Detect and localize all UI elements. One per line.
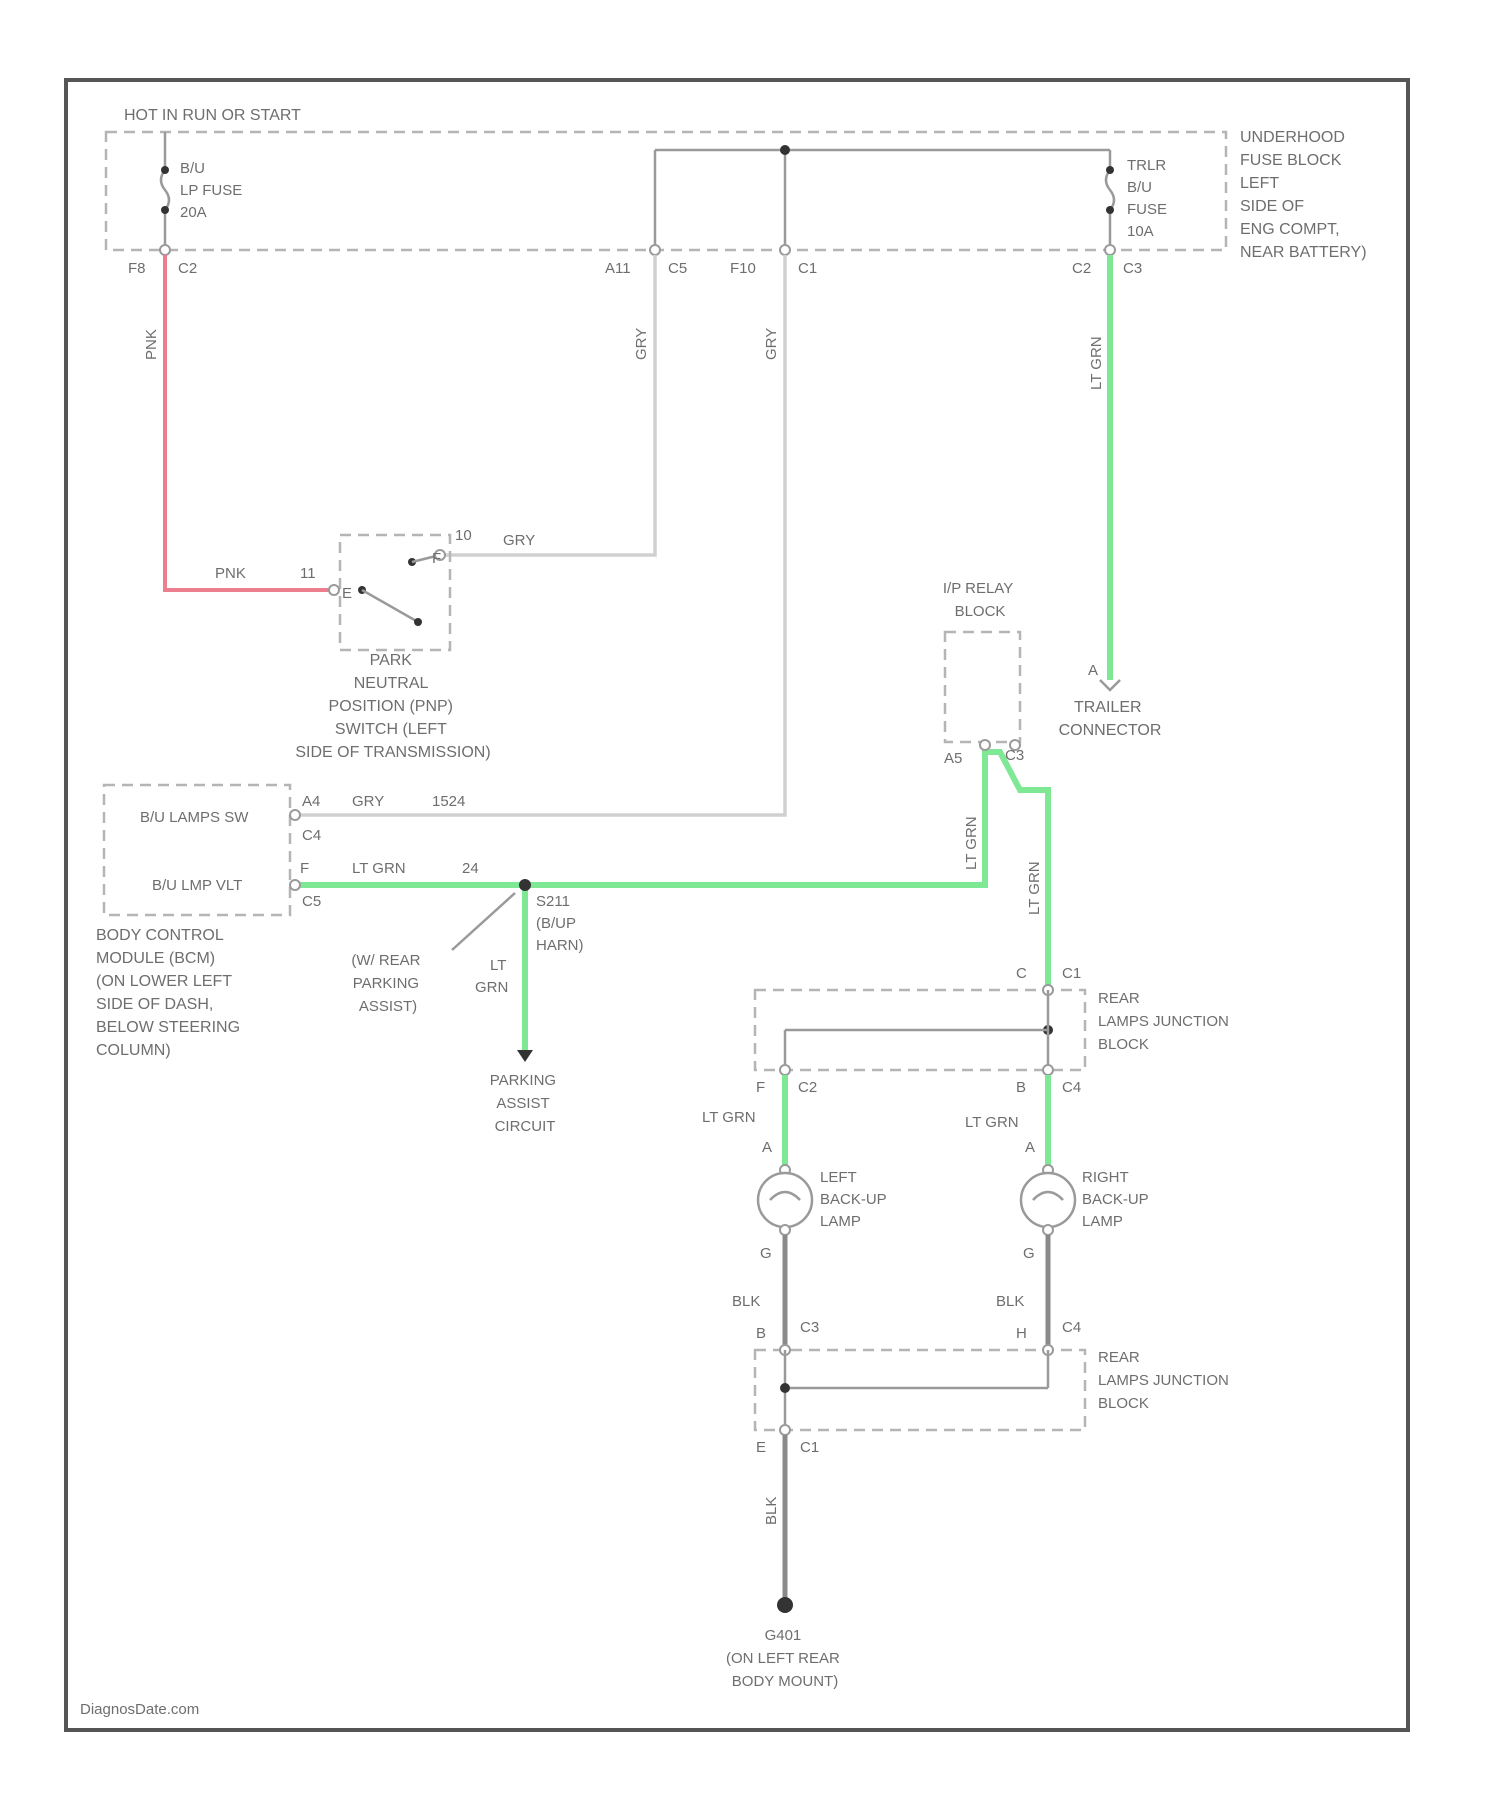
pnk-wire-label: PNK bbox=[143, 329, 160, 360]
gry-wire-label-right: GRY bbox=[763, 328, 780, 360]
pin-c3-right: C3 bbox=[1123, 260, 1142, 277]
bcm-grn-circuit: 24 bbox=[462, 860, 479, 877]
svg-text:A: A bbox=[1088, 662, 1098, 679]
svg-text:C2: C2 bbox=[798, 1079, 817, 1096]
blk-ground-label: BLK bbox=[763, 1497, 780, 1525]
pin-f8: F8 bbox=[128, 260, 146, 277]
svg-text:H: H bbox=[1016, 1325, 1027, 1342]
svg-text:TRLR B/U FUSE: TRLR B/U FUSE 10A bbox=[1127, 157, 1171, 240]
pnp-switch-label: PARK NEUTRAL POSITION (PNP) SWITCH (LEFT… bbox=[295, 652, 490, 761]
pnp-pin-10: 10 bbox=[455, 527, 472, 544]
blk-left-label: BLK bbox=[732, 1293, 760, 1310]
lt-grn-relay-right-label: LT GRN bbox=[1026, 861, 1043, 915]
bu-lp-fuse: B/U LP FUSE 20A bbox=[161, 132, 246, 250]
svg-text:F: F bbox=[756, 1079, 765, 1096]
right-backup-lamp: A G RIGHT BACK-UP LAMP bbox=[1021, 1139, 1153, 1262]
svg-text:I/P RELAY BLOCK: I/P RELAY BLOCK bbox=[943, 580, 1017, 620]
rear-lamps-junction-block-bottom: B C3 H C4 E C1 REAR LAMPS JUNCTION BLOCK bbox=[755, 1319, 1233, 1456]
pin-c1: C1 bbox=[798, 260, 817, 277]
pnk-switch-label: PNK bbox=[215, 565, 246, 582]
lt-grn-top-label: LT GRN bbox=[1088, 336, 1105, 390]
relay-pin-a5: A5 bbox=[944, 750, 962, 767]
blk-right-label: BLK bbox=[996, 1293, 1024, 1310]
splice-note: (W/ REAR PARKING ASSIST) bbox=[351, 952, 424, 1015]
gry-wire-switch bbox=[440, 255, 655, 555]
bcm-bu-lmp-vlt: B/U LMP VLT bbox=[152, 877, 242, 894]
svg-text:B: B bbox=[756, 1325, 766, 1342]
svg-text:C1: C1 bbox=[1062, 965, 1081, 982]
svg-text:G401 (ON LEFT REAR: G401 (ON LEFT REAR BODY MOUNT) bbox=[726, 1627, 844, 1690]
ip-relay-block: I/P RELAY BLOCK A5 C3 bbox=[943, 580, 1024, 767]
bcm-pin-c4: C4 bbox=[302, 827, 321, 844]
lt-grn-right-lamp-label: LT GRN bbox=[965, 1114, 1019, 1131]
svg-text:E: E bbox=[756, 1439, 766, 1456]
svg-text:A: A bbox=[762, 1139, 772, 1156]
gry-switch-label: GRY bbox=[503, 532, 535, 549]
svg-text:G: G bbox=[760, 1245, 772, 1262]
diagram-frame bbox=[66, 80, 1408, 1730]
svg-text:S211 (B/UP HARN): S211 (B/UP HARN) bbox=[536, 893, 584, 954]
svg-text:LEFT BACK-UP LAMP: LEFT BACK-UP LAMP bbox=[820, 1169, 891, 1230]
svg-text:TRAILER CONNECTOR: TRAILER CONNECTOR bbox=[1059, 699, 1162, 739]
pnk-wire bbox=[165, 255, 334, 590]
rear-junction-bottom-label: REAR LAMPS JUNCTION BLOCK bbox=[1098, 1349, 1233, 1412]
pnp-pin-11: 11 bbox=[300, 565, 316, 582]
svg-text:B/U LP FUSE 20: B/U LP FUSE 20A bbox=[180, 160, 246, 221]
pin-f10: F10 bbox=[730, 260, 756, 277]
pnp-switch: 10 11 F E PARK NEUTRAL POSITION (PNP) SW… bbox=[295, 527, 490, 761]
left-backup-lamp: A G LEFT BACK-UP LAMP bbox=[758, 1139, 891, 1262]
trlr-bu-fuse: TRLR B/U FUSE 10A bbox=[1106, 150, 1171, 250]
svg-text:PARKING ASSIST CIR: PARKING ASSIST CIRCUIT bbox=[490, 1072, 561, 1135]
svg-text:B: B bbox=[1016, 1079, 1026, 1096]
relay-pin-c3: C3 bbox=[1005, 747, 1024, 764]
gry-wire-label-left: GRY bbox=[633, 328, 650, 360]
svg-text:G: G bbox=[1023, 1245, 1035, 1262]
lt-grn-relay-label: LT GRN bbox=[963, 816, 980, 870]
ground-g401: G401 (ON LEFT REAR BODY MOUNT) bbox=[726, 1597, 844, 1690]
gry-bcm-label: GRY bbox=[352, 793, 384, 810]
rear-lamps-junction-block-top: C C1 F C2 B C4 REAR LAMPS JUNCTION BLOCK bbox=[755, 965, 1233, 1096]
lt-grn-bcm-wire bbox=[300, 752, 1048, 985]
splice-s211: S211 (B/UP HARN) (W/ REAR PARKING ASSIST… bbox=[351, 879, 583, 1015]
pnp-pin-e: E bbox=[342, 585, 352, 602]
underhood-fuse-block: HOT IN RUN OR START UNDERHOOD FUSE BLOCK… bbox=[106, 107, 1367, 277]
lt-grn-splice-down-label: LT GRN bbox=[475, 957, 510, 996]
svg-text:RIGHT BACK-UP LAMP: RIGHT BACK-UP LAMP bbox=[1082, 1169, 1153, 1230]
bcm-pin-c5: C5 bbox=[302, 893, 321, 910]
bcm-pin-a4: A4 bbox=[302, 793, 320, 810]
pin-c2-right: C2 bbox=[1072, 260, 1091, 277]
bcm-pin-f: F bbox=[300, 860, 309, 877]
lt-grn-left-lamp-label: LT GRN bbox=[702, 1109, 756, 1126]
bcm-gry-circuit: 1524 bbox=[432, 793, 465, 810]
rear-junction-top-label: REAR LAMPS JUNCTION BLOCK bbox=[1098, 990, 1233, 1053]
pin-c2-left: C2 bbox=[178, 260, 197, 277]
hot-in-run-label: HOT IN RUN OR START bbox=[124, 107, 301, 124]
svg-text:C4: C4 bbox=[1062, 1079, 1081, 1096]
bcm-label: BODY CONTROL MODULE (BCM) (ON LOWER LEFT… bbox=[96, 927, 244, 1059]
lt-grn-bcm-label: LT GRN bbox=[352, 860, 406, 877]
svg-text:C: C bbox=[1016, 965, 1027, 982]
svg-text:C4: C4 bbox=[1062, 1319, 1081, 1336]
pin-a11: A11 bbox=[605, 260, 631, 277]
parking-assist-circuit: PARKING ASSIST CIRCUIT bbox=[490, 1050, 561, 1135]
pnp-pin-f: F bbox=[432, 550, 441, 567]
watermark: DiagnosDate.com bbox=[80, 1701, 199, 1718]
svg-text:A: A bbox=[1025, 1139, 1035, 1156]
bcm-bu-lamps-sw: B/U LAMPS SW bbox=[140, 809, 249, 826]
svg-text:C1: C1 bbox=[800, 1439, 819, 1456]
underhood-block-label: UNDERHOOD FUSE BLOCK LEFT SIDE OF ENG CO… bbox=[1240, 129, 1367, 261]
pin-c5: C5 bbox=[668, 260, 687, 277]
svg-text:C3: C3 bbox=[800, 1319, 819, 1336]
body-control-module: B/U LAMPS SW B/U LMP VLT A4 C4 F C5 BODY… bbox=[96, 785, 321, 1059]
